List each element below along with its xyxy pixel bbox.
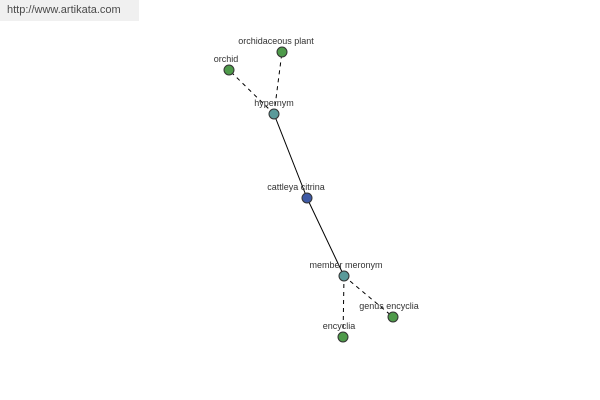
- edge-member-meronym-encyclia: [342, 275, 345, 338]
- edge-center-member-meronym: [306, 197, 345, 277]
- node-encyclia[interactable]: [337, 331, 349, 343]
- edge-hypernym-center: [273, 113, 308, 199]
- label-encyclia: encyclia: [323, 321, 356, 331]
- watermark-url: http://www.artikata.com: [0, 0, 139, 21]
- node-orchid[interactable]: [223, 64, 235, 76]
- label-orchidaceous-plant: orchidaceous plant: [238, 36, 314, 46]
- node-member-meronym[interactable]: [338, 270, 350, 282]
- edge-member-meronym-genus-encyclia: [343, 275, 394, 318]
- node-hypernym[interactable]: [268, 108, 280, 120]
- edge-hypernym-orchidaceous-plant: [273, 51, 283, 115]
- label-hypernym: hypernym: [254, 98, 294, 108]
- node-orchidaceous-plant[interactable]: [276, 46, 288, 58]
- label-orchid: orchid: [214, 54, 239, 64]
- label-cattleya-citrina: cattleya citrina: [267, 182, 325, 192]
- node-genus-encyclia[interactable]: [387, 311, 399, 323]
- label-genus-encyclia: genus encyclia: [359, 301, 419, 311]
- label-member-meronym: member meronym: [309, 260, 382, 270]
- node-cattleya-citrina[interactable]: [301, 192, 313, 204]
- edge-hypernym-orchid: [228, 69, 275, 115]
